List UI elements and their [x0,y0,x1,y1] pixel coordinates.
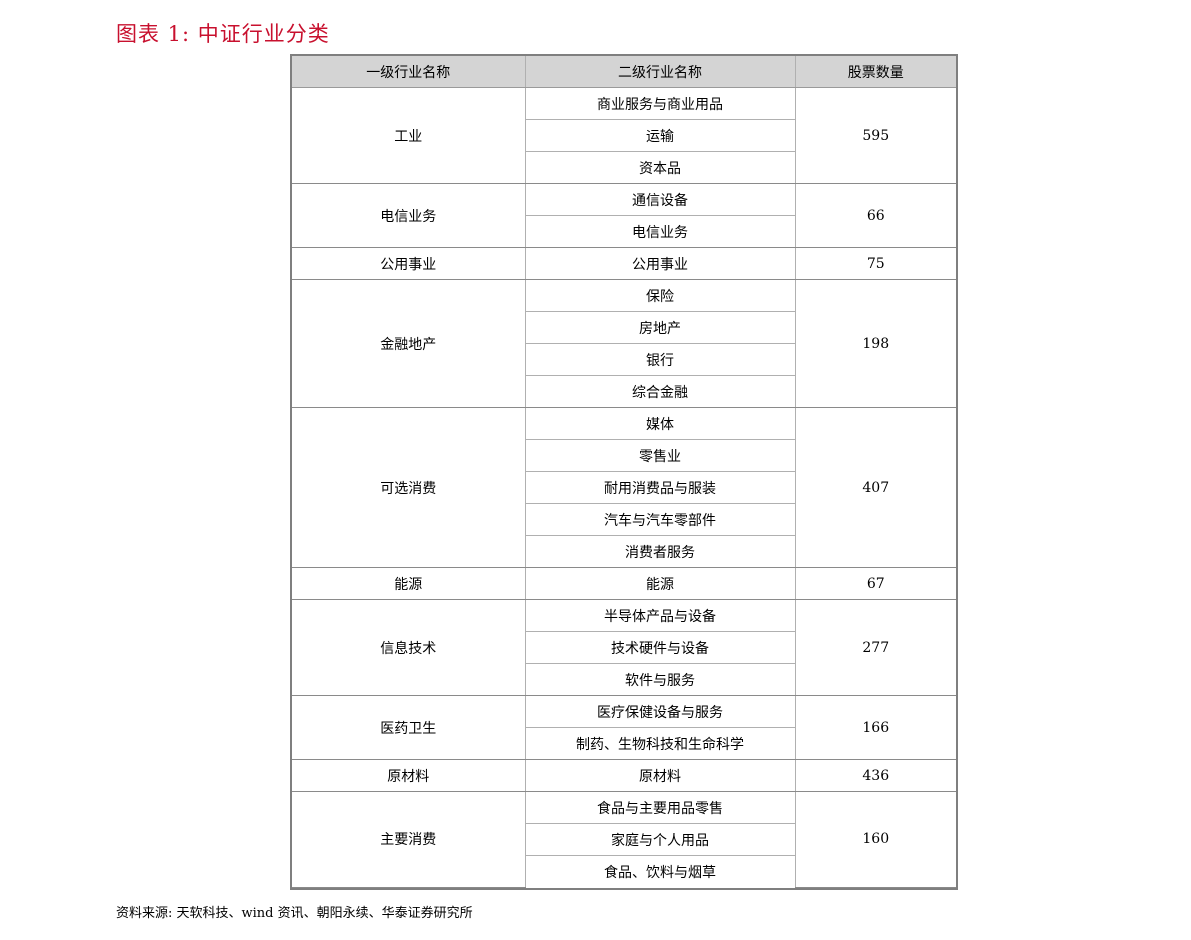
table-row: 家庭与个人用品 [292,823,956,856]
level2-industry-cell: 资本品 [525,151,796,184]
level1-industry-cell: 公用事业 [292,247,526,280]
level1-industry-cell: 医药卫生 [292,695,526,760]
level2-industry-cell: 银行 [525,343,796,376]
level2-industry-cell: 半导体产品与设备 [525,599,796,632]
level2-industry-cell: 零售业 [525,439,796,472]
table-row: 运输 [292,119,956,152]
level1-industry-cell: 能源 [292,567,526,600]
table-row: 汽车与汽车零部件 [292,503,956,536]
level2-industry-cell: 运输 [525,119,796,152]
level1-industry-cell: 主要消费 [292,791,526,888]
table-row: 消费者服务 [292,535,956,568]
level2-industry-cell: 汽车与汽车零部件 [525,503,796,536]
level1-industry-cell: 信息技术 [292,599,526,696]
level2-industry-cell: 医疗保健设备与服务 [525,695,796,728]
level2-industry-cell: 技术硬件与设备 [525,631,796,664]
stock-count-cell: 277 [795,599,956,696]
level2-industry-cell: 制药、生物科技和生命科学 [525,727,796,760]
level2-industry-cell: 食品与主要用品零售 [525,791,796,824]
level1-industry-cell: 工业 [292,87,526,184]
level2-industry-cell: 房地产 [525,311,796,344]
level2-industry-cell: 媒体 [525,407,796,440]
level2-industry-cell: 食品、饮料与烟草 [525,855,796,887]
table-row: 电信业务 [292,215,956,248]
level2-industry-cell: 商业服务与商业用品 [525,87,796,120]
table-row: 综合金融 [292,375,956,408]
table-row: 资本品 [292,151,956,184]
level2-industry-cell: 软件与服务 [525,663,796,696]
level2-industry-cell: 能源 [525,567,796,600]
stock-count-cell: 166 [795,695,956,760]
level2-industry-cell: 家庭与个人用品 [525,823,796,856]
table-row: 技术硬件与设备 [292,631,956,664]
stock-count-cell: 436 [795,759,956,792]
header-level2: 二级行业名称 [525,56,796,88]
table-header-row: 一级行业名称 二级行业名称 股票数量 [292,56,956,88]
table-row: 房地产 [292,311,956,344]
level2-industry-cell: 公用事业 [525,247,796,280]
stock-count-cell: 75 [795,247,956,280]
level2-industry-cell: 保险 [525,279,796,312]
level2-industry-cell: 原材料 [525,759,796,792]
stock-count-cell: 66 [795,183,956,248]
source-note: 资料来源: 天软科技、wind 资讯、朝阳永续、华泰证券研究所 [116,906,473,921]
level2-industry-cell: 通信设备 [525,183,796,216]
table-row: 制药、生物科技和生命科学 [292,727,956,760]
header-count: 股票数量 [795,56,956,88]
level1-industry-cell: 可选消费 [292,407,526,568]
level1-industry-cell: 原材料 [292,759,526,792]
table-row: 零售业 [292,439,956,472]
figure-title: 图表 1: 中证行业分类 [116,22,330,46]
level1-industry-cell: 电信业务 [292,183,526,248]
table-row: 耐用消费品与服装 [292,471,956,504]
level2-industry-cell: 电信业务 [525,215,796,248]
table-row: 软件与服务 [292,663,956,696]
stock-count-cell: 198 [795,279,956,408]
table-row: 银行 [292,343,956,376]
level2-industry-cell: 综合金融 [525,375,796,408]
stock-count-cell: 595 [795,87,956,184]
level2-industry-cell: 耐用消费品与服装 [525,471,796,504]
level1-industry-cell: 金融地产 [292,279,526,408]
stock-count-cell: 407 [795,407,956,568]
header-level1: 一级行业名称 [292,56,526,88]
level2-industry-cell: 消费者服务 [525,535,796,568]
stock-count-cell: 67 [795,567,956,600]
table-row: 食品、饮料与烟草 [292,855,956,887]
stock-count-cell: 160 [795,791,956,888]
